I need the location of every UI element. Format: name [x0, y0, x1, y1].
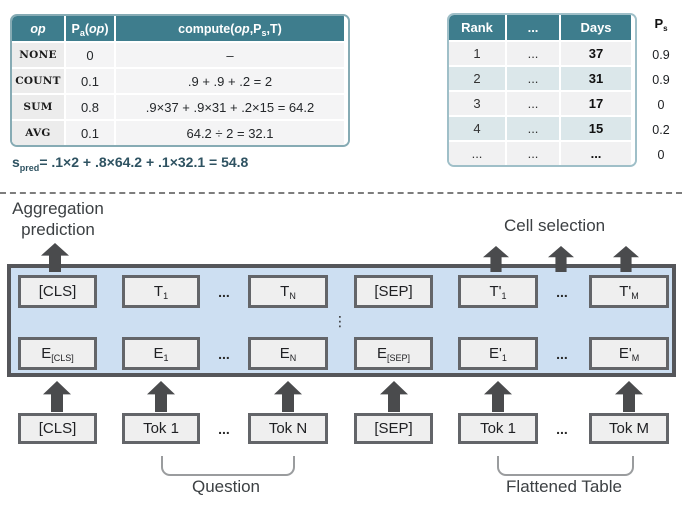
dashed-divider: [0, 192, 682, 194]
rank-cell: 1: [449, 42, 505, 65]
rank-cell: 2: [449, 67, 505, 90]
input-cls-box: [CLS]: [18, 413, 97, 444]
question-label: Question: [191, 477, 261, 496]
rank-cell: ...: [449, 142, 505, 165]
input-tokn-box: Tok N: [248, 413, 328, 444]
up-arrow-icon: [147, 381, 175, 412]
days-cell: 17: [561, 92, 631, 115]
question-bracket: [161, 456, 295, 476]
ps-value: 0: [657, 97, 665, 112]
op-cell: COUNT: [12, 69, 64, 93]
cell-selection-label: Cell selection: [504, 216, 606, 235]
ellipsis: ...: [556, 420, 568, 437]
mid-cell: ...: [507, 142, 559, 165]
ps-value: 0.2: [652, 122, 670, 137]
days-cell: 31: [561, 67, 631, 90]
pa-cell: 0.1: [66, 69, 114, 93]
spred-formula: spred= .1×2 + .8×64.2 + .1×32.1 = 54.8: [12, 154, 249, 173]
input-sep-box: [SEP]: [354, 413, 433, 444]
up-arrow-icon: [615, 381, 643, 412]
up-arrow-icon: [548, 246, 574, 272]
ellipsis: ...: [218, 345, 230, 362]
mid-cell: ...: [507, 117, 559, 140]
mid-cell: ...: [507, 42, 559, 65]
tp1-box: T'1: [458, 275, 538, 308]
days-header: Days: [561, 15, 631, 40]
rank-cell: 3: [449, 92, 505, 115]
rank-header: Rank: [449, 15, 505, 40]
compute-cell: –: [116, 43, 344, 67]
mid-header: ...: [507, 15, 559, 40]
up-arrow-icon: [274, 381, 302, 412]
rank-cell: 4: [449, 117, 505, 140]
input-tokm-box: Tok M: [589, 413, 669, 444]
up-arrow-icon: [483, 246, 509, 272]
vertical-ellipsis: ⋮: [333, 314, 347, 330]
pa-cell: 0: [66, 43, 114, 67]
up-arrow-icon: [41, 243, 69, 272]
mid-cell: ...: [507, 92, 559, 115]
ps-column-values: 0.9 0.9 0 0.2 0: [644, 42, 678, 167]
rank-days-table: Rank ... Days 1 ... 37 2 ... 31 3 ... 17…: [447, 13, 637, 167]
compute-cell: 64.2 ÷ 2 = 32.1: [116, 121, 344, 145]
ps-value: 0.9: [652, 72, 670, 87]
ellipsis: ...: [218, 283, 230, 300]
transformer-box: [7, 264, 676, 377]
days-cell: 15: [561, 117, 631, 140]
aggregation-prediction-label: Aggregation prediction: [12, 199, 104, 239]
ps-value: 0.9: [652, 47, 670, 62]
tpm-box: T'M: [589, 275, 669, 308]
e-cls-box: E[CLS]: [18, 337, 97, 370]
pa-cell: 0.1: [66, 121, 114, 145]
ep1-box: E'1: [458, 337, 538, 370]
days-cell: 37: [561, 42, 631, 65]
up-arrow-icon: [484, 381, 512, 412]
t-cls-box: [CLS]: [18, 275, 97, 308]
op-cell: SUM: [12, 95, 64, 119]
ellipsis: ...: [218, 420, 230, 437]
e-sep-box: E[SEP]: [354, 337, 433, 370]
up-arrow-icon: [613, 246, 639, 272]
epm-box: E'M: [589, 337, 669, 370]
flattened-table-bracket: [497, 456, 634, 476]
days-cell: ...: [561, 142, 631, 165]
mid-cell: ...: [507, 67, 559, 90]
t-sep-box: [SEP]: [354, 275, 433, 308]
compute-cell: .9 + .9 + .2 = 2: [116, 69, 344, 93]
ellipsis: ...: [556, 345, 568, 362]
op-cell: AVG: [12, 121, 64, 145]
up-arrow-icon: [43, 381, 71, 412]
input-tok1-table-box: Tok 1: [458, 413, 538, 444]
up-arrow-icon: [380, 381, 408, 412]
ellipsis: ...: [556, 283, 568, 300]
compute-cell: .9×37 + .9×31 + .2×15 = 64.2: [116, 95, 344, 119]
ps-column-header: Ps: [654, 16, 668, 33]
input-tok1-question-box: Tok 1: [122, 413, 200, 444]
flattened-table-label: Flattened Table: [506, 477, 622, 496]
pa-cell: 0.8: [66, 95, 114, 119]
ps-value: 0: [657, 147, 665, 162]
op-table-header-op: op: [12, 16, 64, 41]
op-cell: NONE: [12, 43, 64, 67]
